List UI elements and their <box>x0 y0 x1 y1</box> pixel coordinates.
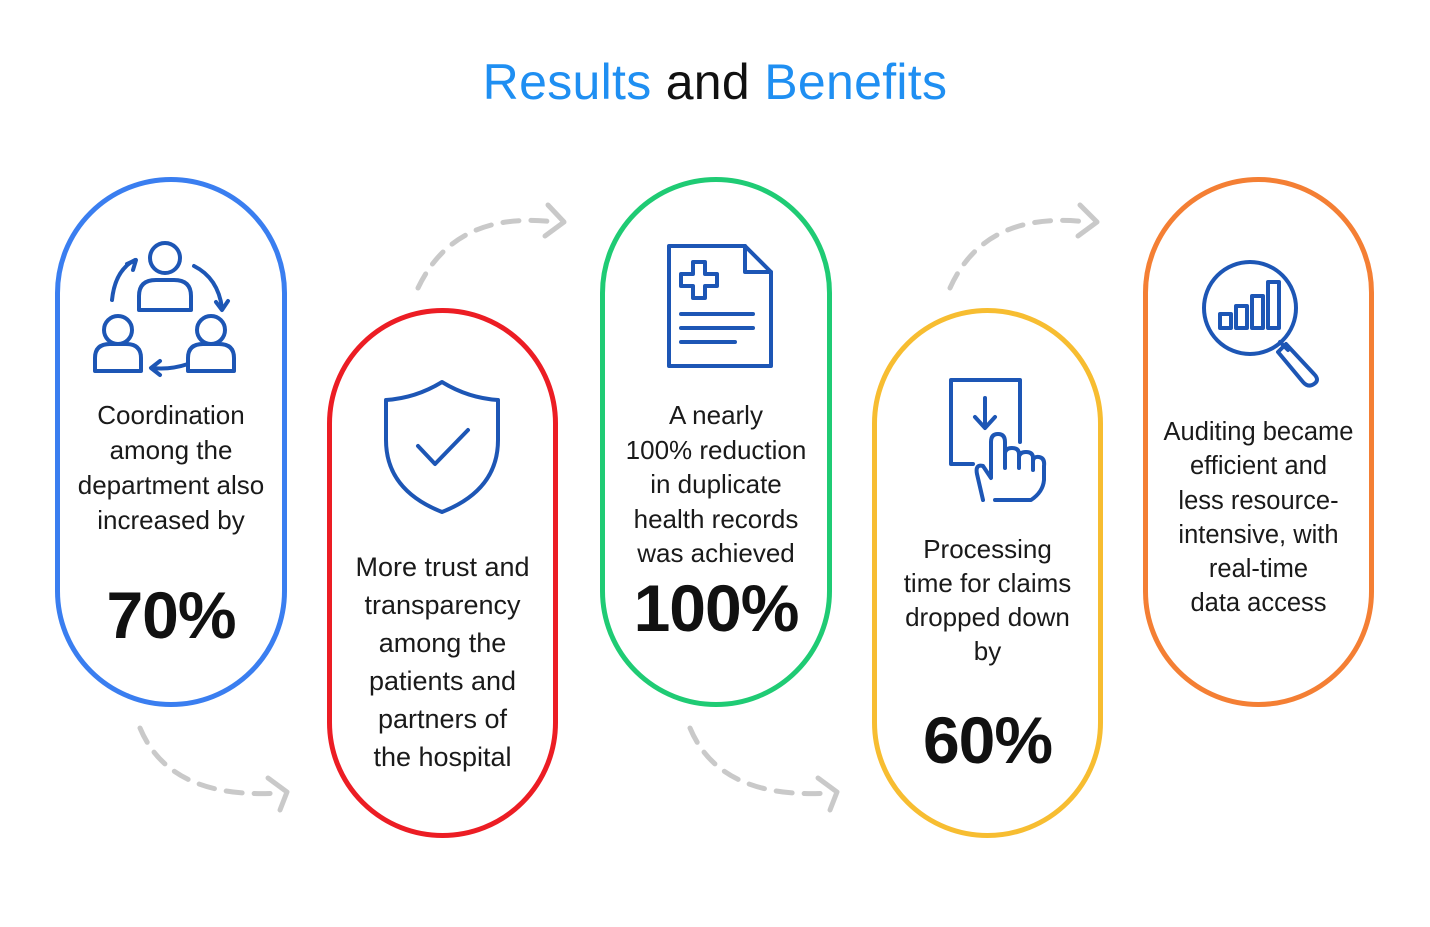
page-title: Results and Benefits <box>0 52 1430 112</box>
arrowhead-1 <box>265 775 290 813</box>
card-trust <box>327 308 558 838</box>
card-claims <box>872 308 1103 838</box>
arrow-card1-to-card2 <box>137 725 283 797</box>
card-records <box>600 177 832 707</box>
card-auditing <box>1143 177 1374 707</box>
medical-record-icon <box>667 244 773 368</box>
arrow-card2-to-card3 <box>415 217 558 291</box>
card-records-value: 100% <box>633 571 800 645</box>
card-coordination-value: 70% <box>106 578 236 652</box>
arrow-card3-to-card4 <box>687 725 833 797</box>
title-word-and: and <box>665 54 751 110</box>
card-claims-value: 60% <box>922 703 1053 777</box>
card-coordination <box>55 177 287 707</box>
arrow-card4-to-card5 <box>947 217 1091 291</box>
title-word-benefits: Benefits <box>764 54 948 110</box>
arrowhead-2 <box>542 202 567 239</box>
arrowhead-4 <box>1075 202 1100 239</box>
arrowhead-3 <box>815 775 840 813</box>
title-word-results: Results <box>482 54 652 110</box>
magnifier-chart-icon <box>1202 260 1319 388</box>
tap-download-icon <box>949 378 1047 502</box>
card-trust-text: More trust and transparency among the pa… <box>355 552 530 772</box>
team-coordination-icon <box>93 241 236 377</box>
card-coordination-text: Coordination among the department also i… <box>77 400 265 535</box>
shield-check-icon <box>384 380 500 514</box>
card-auditing-text: Auditing became efficient and less resou… <box>1163 418 1354 618</box>
card-records-text: A nearly 100% reduction in duplicate hea… <box>625 400 807 568</box>
card-claims-text: Processing time for claims dropped down … <box>903 534 1072 666</box>
